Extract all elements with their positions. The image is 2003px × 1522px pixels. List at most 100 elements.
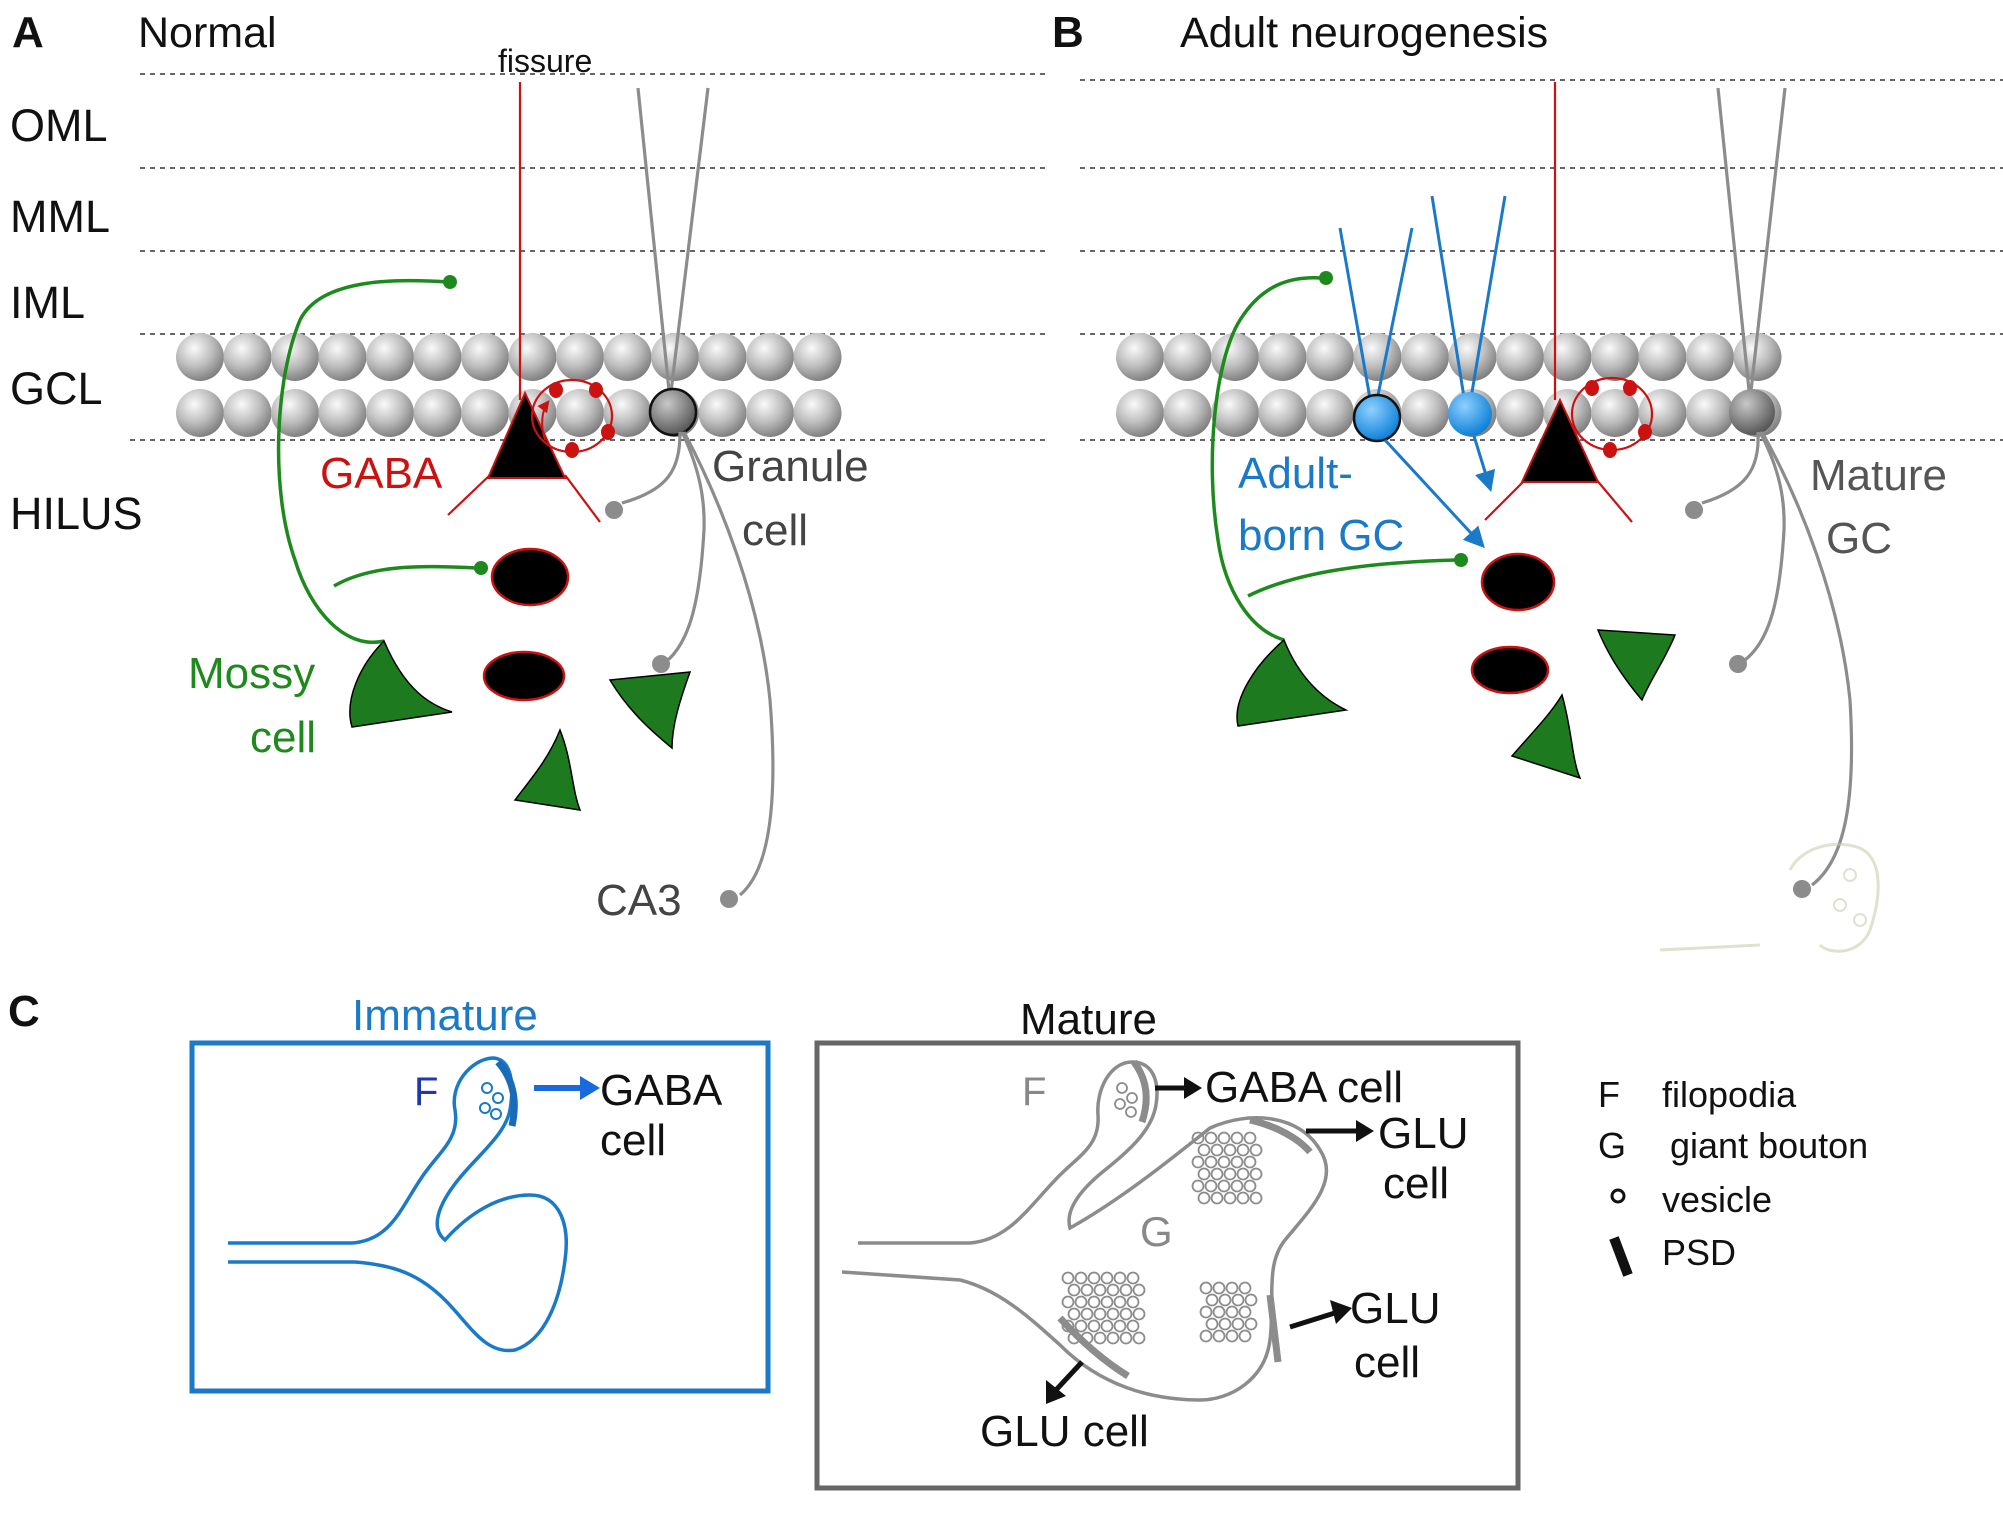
vesicle-icon [1067,1331,1081,1345]
axon-terminal [652,655,670,673]
immature-arrow-head [580,1076,600,1100]
vesicle-icon [1113,1295,1127,1309]
ca3-sketch [1659,843,1880,953]
granule-cell-ball [1686,389,1734,437]
granule-cell-ball [1496,333,1544,381]
granule-cell-ball [746,389,794,437]
granule-cell-ball [1211,333,1259,381]
vesicle-icon [1230,1131,1244,1145]
vesicle-icon [1218,1317,1232,1331]
granule-cell-ball [461,333,509,381]
vesicle-icon [1074,1295,1088,1309]
hilar-interneuron [482,650,566,702]
adult-born-gc-dendrite [1338,227,1374,411]
hilar-interneuron [1470,645,1550,695]
mature-arrow-head [1046,1380,1066,1404]
gaba-terminal [549,382,563,398]
axon-terminal [720,890,738,908]
adult-born-gc-label: Adult- [1238,449,1353,498]
immature-target-label: GABA [600,1066,723,1115]
vesicle-icon [1238,1281,1252,1295]
mature-glu-target-label: GLU cell [980,1407,1149,1456]
panel-b-letter: B [1052,8,1084,57]
vesicle-icon [1067,1283,1081,1297]
granule-cell-ball [413,389,462,437]
vesicle-icon [1243,1155,1257,1169]
granule-cell-ball [1306,333,1354,381]
granule-cell-ball [366,389,414,437]
granule-axon [666,431,706,662]
vesicle-icon [1249,1143,1263,1157]
mossy-axon-terminal [1454,553,1468,567]
granule-cell-soma [648,387,698,437]
legend-key: G [1598,1125,1626,1166]
gaba-axon-loop [537,400,550,441]
immature-box [189,1040,771,1394]
vesicle-icon [1132,1331,1146,1345]
vesicle-icon [1087,1295,1101,1309]
vesicle-icon [1106,1307,1120,1321]
mossy-cell-axon [1210,275,1323,642]
vesicle-icon [1106,1283,1120,1297]
vesicle-icon [1126,1319,1140,1333]
vesicle-icon [1225,1281,1239,1295]
vesicle-icon [1249,1167,1263,1181]
granule-cell-ball [603,389,652,437]
axon-terminal [1685,501,1703,519]
granule-cell-ball [793,333,842,381]
mossy-cell-label: Mossy [188,649,315,698]
adult-born-gc-soma [1448,392,1492,436]
panel-a: A Normal OML MML IML GCL HILUS fissure [10,8,1045,925]
mature-arrow-head [1184,1077,1202,1099]
vesicle-icon [1106,1331,1120,1345]
mature-glu-target-label: GLU [1350,1284,1440,1333]
granule-cell-ball [1116,333,1164,381]
mature-gc-dendrite [1748,87,1787,401]
mossy-cell-axon [333,564,477,588]
vesicle-icon [1204,1155,1218,1169]
granule-cell-ball [271,333,319,381]
granule-cell-ball [1401,333,1449,381]
vesicle-icon [1231,1317,1245,1331]
adult-born-gc-dendrite [1430,195,1468,411]
vesicle-icon [1217,1179,1231,1193]
vesicle-icon [1238,1305,1252,1319]
mature-arrow [1289,1309,1339,1330]
granule-cell-label: cell [742,506,808,555]
granule-cell-ball [1211,389,1259,437]
gaba-label: GABA [320,449,443,498]
vesicle-icon [1217,1155,1231,1169]
vesicle-icon [1205,1293,1219,1307]
granule-cell-ball [1306,389,1354,437]
vesicle-icon [1119,1307,1133,1321]
granule-cell-ball [1591,333,1639,381]
granule-cell-ball [1591,389,1639,437]
vesicle-icon [1080,1307,1094,1321]
layer-label-oml: OML [10,100,108,151]
panel-c-letter: C [8,987,40,1036]
vesicle-icon [1126,1271,1140,1285]
vesicle-icon [1223,1167,1237,1181]
gaba-terminal [1623,380,1637,396]
granule-cell-ball [318,389,367,437]
mature-gaba-target-label: GABA cell [1205,1063,1403,1112]
mature-glu-target-label: cell [1383,1159,1449,1208]
hilar-interneuron [1480,552,1556,612]
legend: F filopodia G giant bouton vesicle PSD [1598,1074,1868,1277]
vesicle-icon [490,1108,502,1120]
vesicle-icon [1080,1283,1094,1297]
vesicle-icon [1243,1131,1257,1145]
vesicle-icon [1230,1179,1244,1193]
vesicle-icon [1610,1188,1626,1204]
legend-label: giant bouton [1670,1125,1868,1166]
granule-cell-ball [1163,389,1212,437]
granule-cell-ball [556,389,604,437]
adult-born-gc-label: born GC [1238,511,1404,560]
vesicle-icon [1125,1106,1137,1118]
gaba-terminal [601,424,615,440]
vesicle-icon [1119,1283,1133,1297]
vesicle-icon [1114,1098,1126,1110]
mature-gc-axon [1701,431,1760,505]
legend-label: vesicle [1662,1179,1772,1220]
